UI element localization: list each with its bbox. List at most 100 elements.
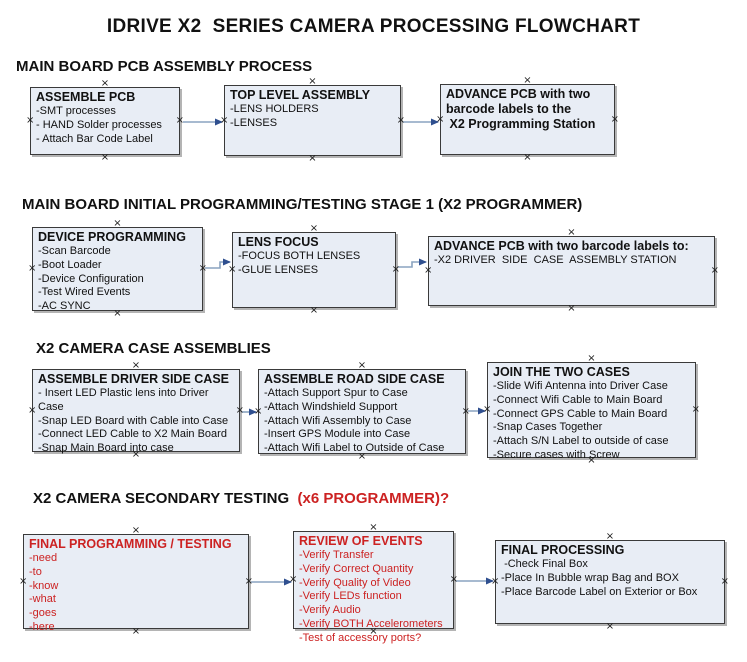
box-item: -goes — [29, 607, 57, 619]
connection-handle[interactable]: × — [587, 353, 596, 364]
flow-box-assemble-pcb[interactable]: × × × × ASSEMBLE PCB -SMT processes - HA… — [26, 79, 184, 163]
flow-arrow[interactable] — [398, 258, 427, 268]
box-title: REVIEW OF EVENTS — [299, 534, 423, 548]
connection-handle[interactable]: × — [461, 405, 470, 417]
flow-box-device-programming[interactable]: × × × × DEVICE PROGRAMMING -Scan Barcode… — [28, 219, 207, 319]
flow-box-top-level-assembly[interactable]: × × × × TOP LEVEL ASSEMBLY -LENS HOLDERS… — [220, 77, 405, 164]
box-item: -Check Final Box — [501, 558, 588, 570]
box-item: -here — [29, 620, 55, 633]
connection-handle[interactable]: × — [131, 626, 141, 637]
connection-handle[interactable]: × — [113, 308, 122, 319]
flow-box-advance-pcb-driver-side-station[interactable]: × × × × ADVANCE PCB with two barcode lab… — [424, 228, 719, 314]
connection-handle[interactable]: × — [175, 115, 184, 126]
flow-box-assemble-driver-side-case[interactable]: × × × × ASSEMBLE DRIVER SIDE CASE - Inse… — [28, 361, 244, 460]
connection-handle[interactable]: × — [113, 218, 122, 229]
box-item: -Verify LEDs function — [299, 590, 402, 603]
section-header-initial-programming: MAIN BOARD INITIAL PROGRAMMING/TESTING S… — [22, 196, 583, 213]
box-item: -Attach Wifi Assembly to Case — [264, 414, 412, 427]
connection-handle[interactable]: × — [720, 576, 729, 587]
flow-box-assemble-road-side-case[interactable]: × × × × ASSEMBLE ROAD SIDE CASE -Attach … — [254, 361, 470, 462]
box-item: -LENS HOLDERS — [230, 103, 319, 115]
section-header-secondary-testing-red: (x6 PROGRAMMER)? — [293, 490, 450, 507]
connection-handle[interactable]: × — [483, 404, 492, 415]
box-item: -need — [29, 552, 58, 564]
connection-handle[interactable]: × — [523, 75, 532, 86]
connection-handle[interactable]: × — [691, 404, 700, 415]
connection-handle[interactable]: × — [198, 263, 207, 274]
box-item: -Verify Audio — [299, 604, 361, 616]
connection-handle[interactable]: × — [567, 303, 576, 314]
connection-handle[interactable]: × — [308, 76, 317, 87]
connection-handle[interactable]: × — [357, 360, 367, 371]
flow-box-advance-pcb-programming-station[interactable]: × × × × ADVANCE PCB with two barcode lab… — [436, 76, 619, 163]
flow-box-final-processing[interactable]: × × × × FINAL PROCESSING -Check Final Bo… — [491, 532, 729, 632]
connection-handle[interactable]: × — [587, 455, 596, 466]
connection-handle[interactable]: × — [605, 621, 615, 632]
connection-handle[interactable]: × — [100, 78, 110, 89]
box-item: -FOCUS BOTH LENSES — [238, 250, 361, 262]
connection-handle[interactable]: × — [424, 265, 433, 276]
connection-handle[interactable]: × — [710, 265, 719, 276]
connection-handle[interactable]: × — [220, 114, 229, 126]
connection-handle[interactable]: × — [131, 449, 141, 460]
connection-handle[interactable]: × — [391, 264, 400, 275]
connection-handle[interactable]: × — [289, 574, 298, 585]
box-item: -Verify BOTH Accelerometers — [299, 617, 443, 630]
connection-handle[interactable]: × — [449, 574, 458, 585]
connection-handle[interactable]: × — [605, 531, 615, 542]
connection-handle[interactable]: × — [357, 451, 367, 462]
box-item: -Place In Bubble wrap Bag and BOX — [501, 571, 679, 584]
connection-handle[interactable]: × — [100, 152, 110, 163]
connection-handle[interactable]: × — [309, 223, 319, 234]
box-title: ASSEMBLE PCB — [36, 90, 136, 104]
connection-handle[interactable]: × — [491, 576, 500, 587]
flow-arrow[interactable] — [205, 258, 231, 269]
page-title: IDRIVE X2 SERIES CAMERA PROCESSING FLOWC… — [106, 16, 641, 37]
box-item: -Connect GPS Cable to Main Board — [493, 407, 668, 420]
box-item: - HAND Solder processes — [36, 118, 162, 131]
box-title: ADVANCE PCB with two barcode labels to: — [434, 239, 689, 253]
connection-handle[interactable]: × — [28, 263, 37, 274]
connection-handle[interactable]: × — [436, 113, 445, 125]
flow-box-lens-focus[interactable]: × × × × LENS FOCUS -FOCUS BOTH LENSES -G… — [228, 224, 400, 316]
box-title: TOP LEVEL ASSEMBLY — [230, 88, 371, 102]
box-item: -Attach Support Spur to Case — [264, 387, 408, 399]
box-item: -Test Wired Events — [38, 286, 131, 299]
box-title: JOIN THE TWO CASES — [493, 365, 630, 379]
box-item: -Secure cases with Screw — [493, 448, 620, 461]
connection-handle[interactable]: × — [567, 227, 576, 238]
connection-handle[interactable]: × — [396, 114, 405, 126]
connection-handle[interactable]: × — [19, 575, 28, 587]
connection-handle[interactable]: × — [131, 360, 141, 371]
box-item: -Snap LED Board with Cable into Case — [38, 414, 229, 427]
box-item: -SMT processes — [36, 105, 116, 117]
box-item: -GLUE LENSES — [238, 263, 319, 276]
connection-handle[interactable]: × — [369, 626, 378, 637]
box-title: FINAL PROCESSING — [501, 543, 625, 557]
connection-handle[interactable]: × — [610, 113, 619, 125]
box-item: -LENSES — [230, 116, 278, 129]
box-item: - Attach Bar Code Label — [36, 132, 153, 145]
connection-handle[interactable]: × — [28, 404, 37, 416]
connection-handle[interactable]: × — [228, 264, 237, 275]
box-item: -Device Configuration — [38, 272, 144, 285]
connection-handle[interactable]: × — [308, 153, 317, 164]
connection-handle[interactable]: × — [309, 305, 319, 316]
box-item: - Insert LED Plastic lens into Driver Ca… — [38, 387, 212, 413]
connection-handle[interactable]: × — [369, 522, 378, 533]
box-item: -Connect LED Cable to X2 Main Board — [38, 428, 227, 441]
box-item: -Boot Loader — [38, 258, 102, 271]
box-item: -what — [29, 593, 56, 606]
connection-handle[interactable]: × — [254, 405, 263, 417]
connection-handle[interactable]: × — [26, 115, 35, 126]
flow-box-join-the-two-cases[interactable]: × × × × JOIN THE TWO CASES -Slide Wifi A… — [483, 354, 700, 466]
box-item: -Attach Wifi Label to Outside of Case — [264, 442, 445, 454]
flow-box-final-programming-testing[interactable]: × × × × FINAL PROGRAMMING / TESTING -nee… — [19, 526, 253, 637]
connection-handle[interactable]: × — [244, 575, 253, 587]
connection-handle[interactable]: × — [235, 404, 244, 416]
flow-box-review-of-events[interactable]: × × × × REVIEW OF EVENTS -Verify Transfe… — [289, 523, 458, 644]
connection-handle[interactable]: × — [131, 525, 141, 536]
box-item: -Attach Windshield Support — [264, 400, 398, 413]
connection-handle[interactable]: × — [523, 152, 532, 163]
